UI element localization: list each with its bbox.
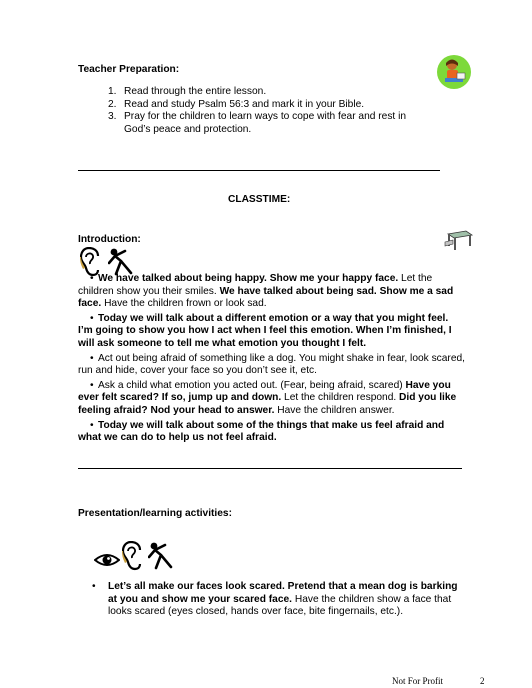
bullet-text: Have the children answer. (274, 404, 395, 416)
bullet-text: We have talked about being sad. Show me … (78, 285, 454, 310)
footer-label: Not For Profit (392, 676, 444, 686)
classtime-heading: CLASSTIME: (228, 194, 291, 205)
list-item: • We have talked about being happy. Show … (78, 273, 465, 311)
item-text: Read and study Psalm 56:3 and mark it in… (124, 98, 365, 110)
presentation-heading: Presentation/learning activities: (78, 508, 232, 519)
bullet-text: Have the children frown or look sad. (101, 298, 267, 310)
list-item: 1. Read through the entire lesson. (108, 86, 408, 99)
movement-figure-icon (148, 542, 173, 570)
bullet-text: Let’s all make our faces look scared. Pr… (108, 581, 458, 605)
presentation-icons (94, 540, 174, 572)
bullet-text: Ask a child what emotion you acted out. … (98, 379, 406, 391)
list-item: • Let’s all make our faces look scared. P… (92, 581, 466, 619)
bullet-text: Let the children respond. (281, 392, 400, 404)
bullet-text: Today we will talk about some of the thi… (78, 419, 445, 444)
introduction-heading: Introduction: (78, 234, 141, 245)
page-number: 2 (480, 676, 485, 686)
list-item: •Today we will talk about some of the th… (78, 420, 465, 445)
list-item: •Act out being afraid of something like … (78, 353, 465, 378)
list-item: 3. Pray for the children to learn ways to… (108, 111, 408, 136)
bullet-icon: • (90, 312, 94, 324)
bullet-icon: • (90, 273, 94, 284)
list-item: •Today we will talk about a different em… (78, 313, 465, 351)
list-item: • Ask a child what emotion you acted out.… (78, 380, 465, 418)
bullet-icon: • (90, 379, 94, 391)
presentation-bullets: • Let’s all make our faces look scared. P… (92, 581, 466, 619)
movement-figure-icon (108, 248, 133, 276)
bullet-text: Today we will talk about a different emo… (78, 312, 452, 349)
bullet-text: Let the children show you their smiles. (78, 273, 433, 297)
introduction-bullets: • We have talked about being happy. Show … (78, 273, 465, 447)
school-desk-icon (444, 226, 474, 252)
item-text: Read through the entire lesson. (124, 86, 267, 97)
item-number: 2. (108, 98, 117, 110)
bullet-icon: • (92, 581, 96, 592)
bullet-icon: • (90, 352, 94, 364)
eye-icon (94, 554, 120, 566)
bullet-text: Act out being afraid of something like a… (78, 352, 465, 377)
teacher-preparation-heading: Teacher Preparation: (78, 64, 180, 75)
ear-icon (122, 541, 142, 571)
bullet-text: Have you ever felt scared? If so, jump u… (78, 379, 451, 404)
bullet-text: We have talked about being happy. Show m… (98, 273, 399, 284)
divider (78, 170, 440, 171)
bullet-text: Did you like feeling afraid? Nod your he… (78, 392, 457, 416)
item-number: 1. (108, 86, 117, 97)
item-number: 3. (108, 111, 117, 123)
item-text: Pray for the children to learn ways to c… (124, 111, 406, 135)
ear-icon (80, 247, 100, 277)
divider (78, 468, 462, 469)
preparation-list: 1. Read through the entire lesson. 2. Read… (108, 86, 408, 136)
teacher-reading-icon (436, 54, 472, 90)
bullet-text: Have the children show a face that looks… (108, 593, 452, 618)
list-item: 2. Read and study Psalm 56:3 and mark it … (108, 99, 408, 112)
bullet-icon: • (90, 419, 94, 431)
intro-icons (80, 247, 136, 277)
